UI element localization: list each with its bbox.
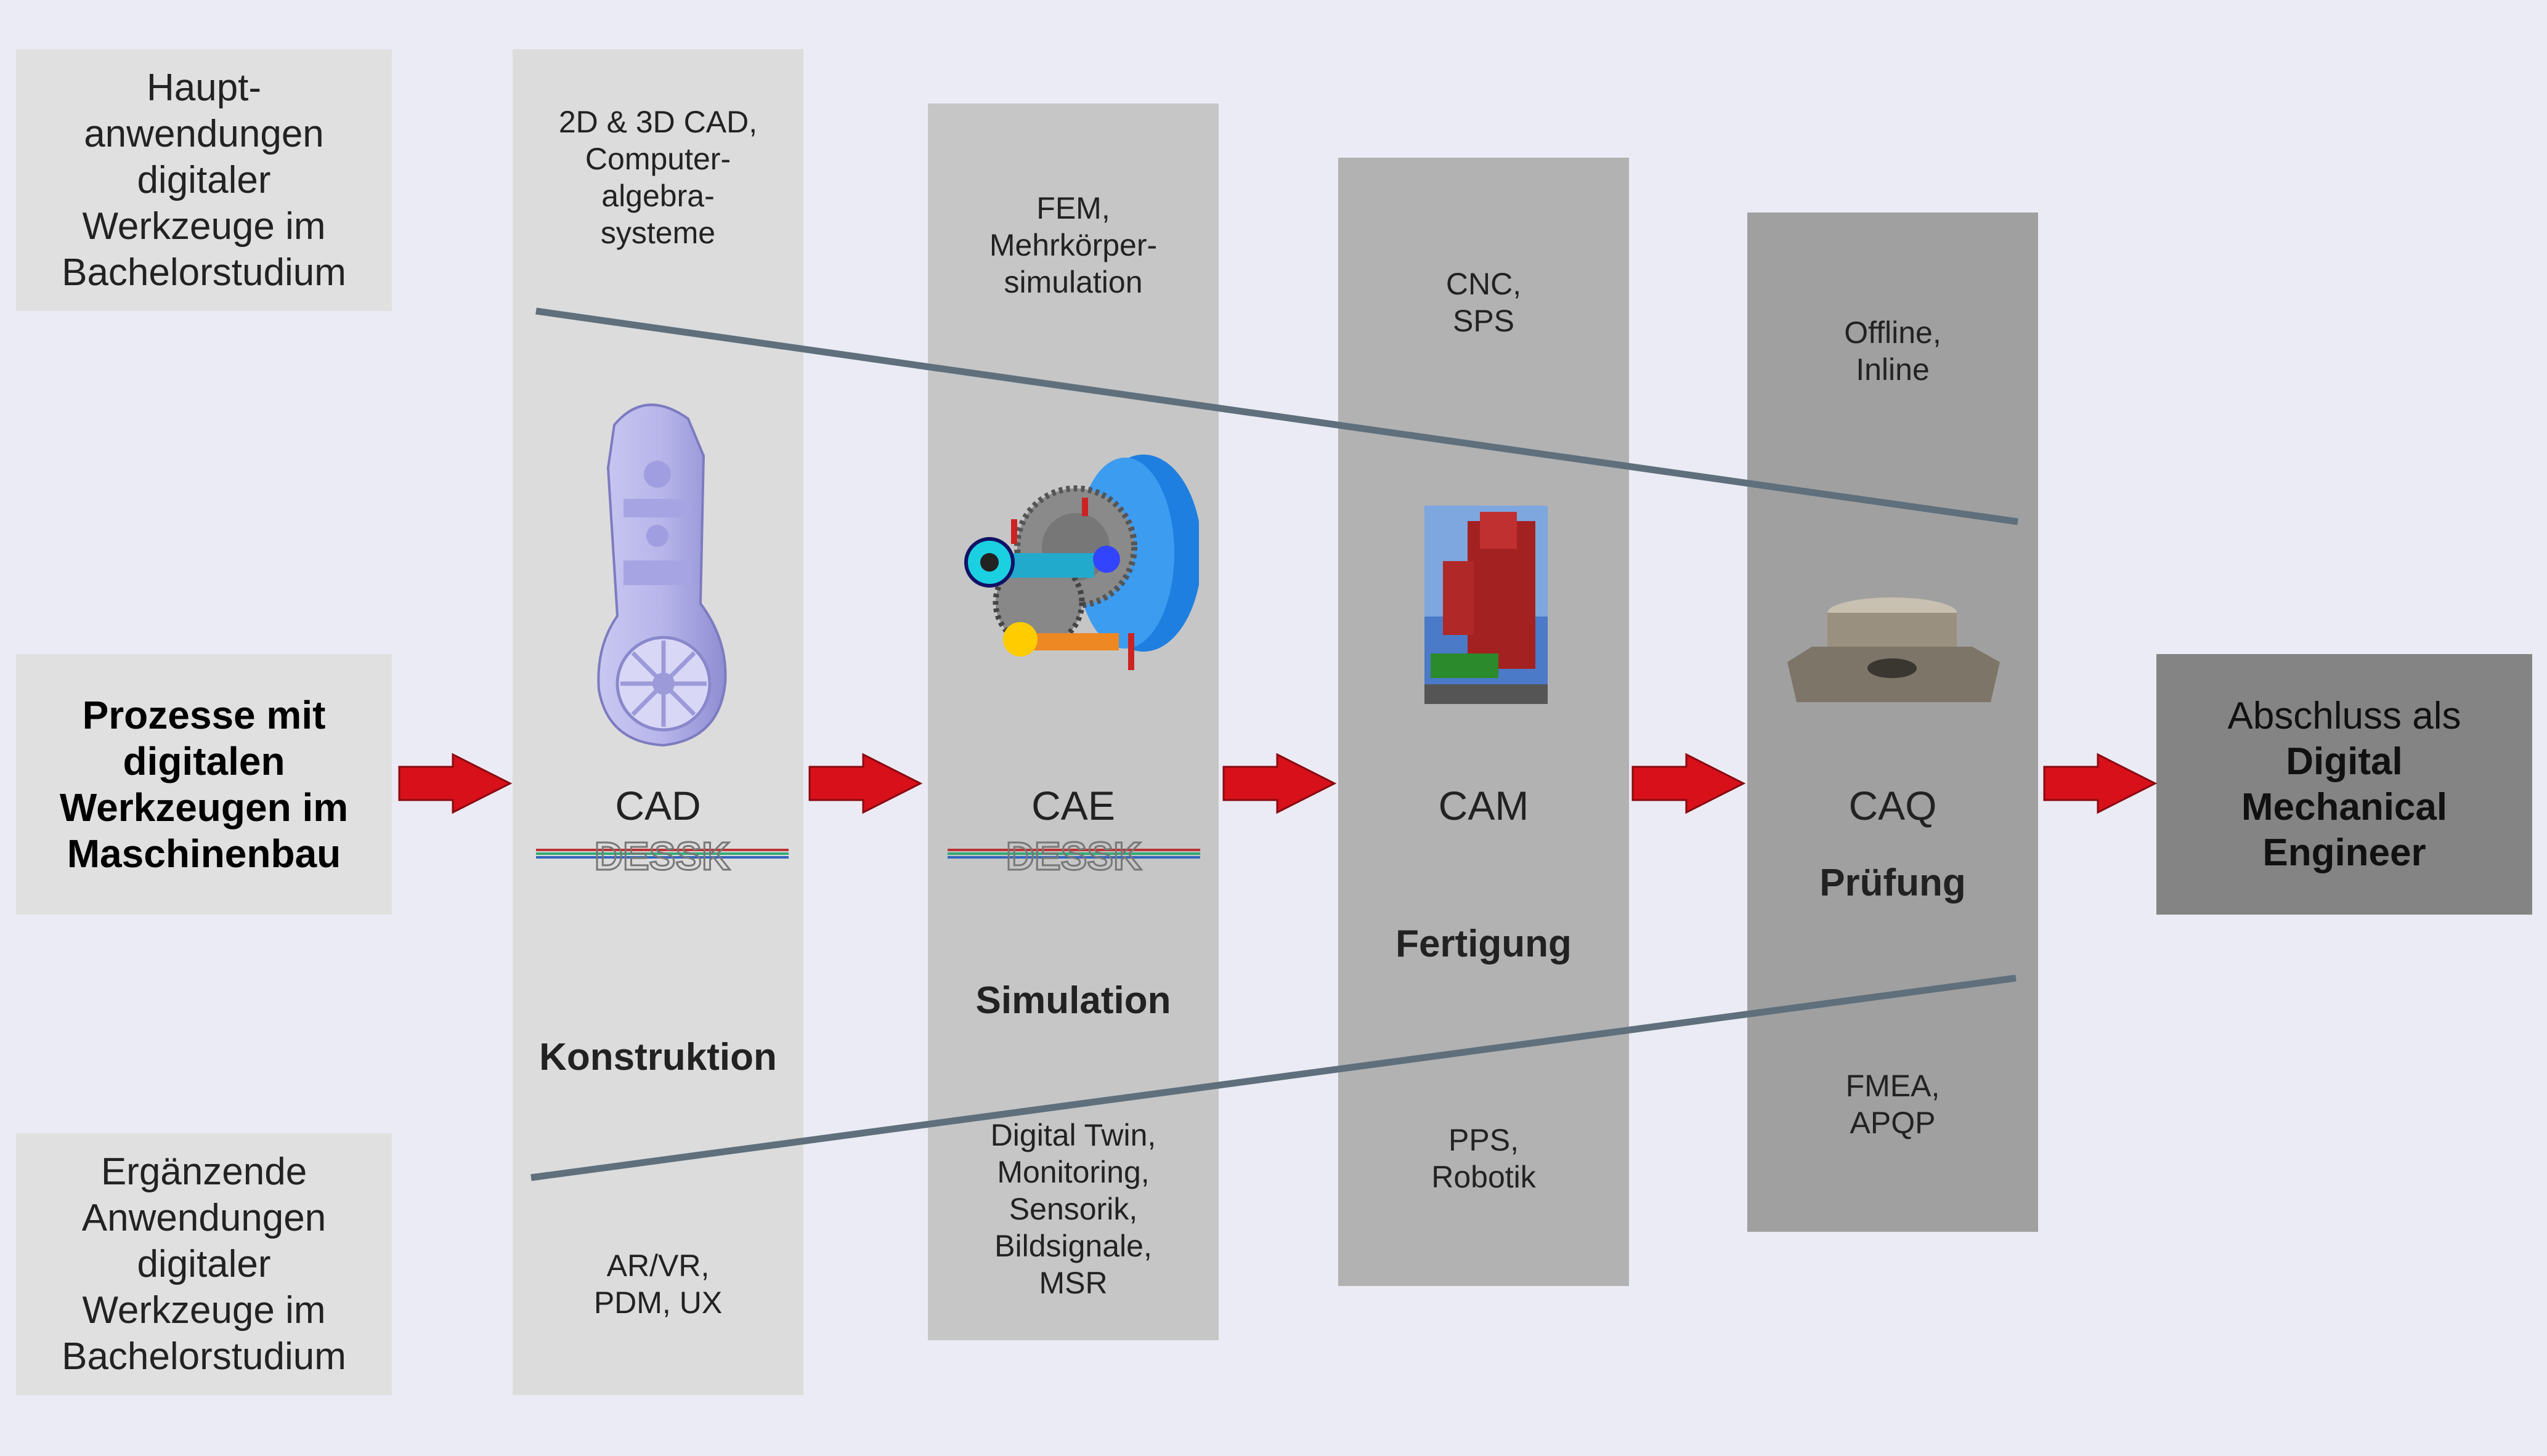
cad-top-line: Computer-: [585, 142, 731, 176]
arrow-right-icon: [398, 753, 513, 814]
cam-bottom-line: Robotik: [1431, 1160, 1536, 1194]
processes-line: Prozesse mit: [82, 692, 326, 737]
cam-top-line: SPS: [1452, 304, 1515, 338]
column-cam: CNC, SPS CAM Fertigung PPS, Robotik: [1338, 158, 1629, 1286]
cnc-machine-icon: [1424, 506, 1548, 704]
cae-bottom-text: Digital Twin, Monitoring, Sensorik, Bild…: [928, 1117, 1219, 1301]
main-applications-line: anwendungen: [84, 113, 324, 155]
supplementary-applications-line: Werkzeuge im: [82, 1289, 326, 1332]
dessk-logo-text: DESSK: [595, 834, 731, 876]
processes-line: digitalen: [123, 738, 285, 783]
cae-top-line: FEM,: [1036, 191, 1110, 225]
cad-bottom-text: AR/VR, PDM, UX: [513, 1247, 803, 1321]
main-applications-line: digitaler: [137, 159, 271, 201]
graduation-bold-line: Engineer: [2262, 831, 2426, 874]
caq-label: CAQ: [1848, 783, 1937, 828]
graduation-bold-line: Mechanical: [2241, 785, 2448, 828]
gearbox-housing-icon: [571, 382, 744, 751]
supplementary-applications-box: Ergänzende Anwendungen digitaler Werkzeu…: [16, 1133, 392, 1395]
main-applications-line: Bachelorstudium: [62, 251, 346, 294]
arrow-right-icon: [808, 753, 923, 814]
main-applications-line: Haupt-: [146, 67, 262, 109]
cam-top-text: CNC, SPS: [1338, 265, 1629, 339]
caq-heading: Prüfung: [1819, 862, 1966, 904]
main-applications-line: Werkzeuge im: [82, 205, 326, 248]
cam-label: CAM: [1438, 783, 1529, 828]
processes-line: Maschinenbau: [67, 831, 341, 876]
cae-bottom-line: Sensorik,: [1009, 1192, 1138, 1226]
cam-heading: Fertigung: [1395, 923, 1572, 965]
column-caq: Offline, Inline CAQ Prüfung FMEA, APQP: [1747, 212, 2038, 1232]
cae-bottom-line: Digital Twin,: [990, 1118, 1156, 1152]
cam-top-line: CNC,: [1445, 267, 1522, 301]
dessk-logo-text: DESSK: [1006, 834, 1142, 876]
cad-top-line: 2D & 3D CAD,: [558, 105, 758, 139]
cam-bottom-text: PPS, Robotik: [1338, 1122, 1629, 1195]
cam-bottom-line: PPS,: [1448, 1123, 1519, 1157]
cad-heading: Konstruktion: [539, 1036, 777, 1078]
caq-top-line: Inline: [1856, 352, 1930, 387]
cae-heading: Simulation: [975, 979, 1171, 1022]
cad-bottom-line: AR/VR,: [606, 1248, 710, 1283]
cad-label: CAD: [615, 783, 701, 828]
cad-top-line: algebra-: [601, 179, 715, 213]
arrow-right-icon: [2043, 753, 2158, 814]
gear-assembly-icon: [953, 448, 1202, 695]
processes-box: Prozesse mit digitalen Werkzeugen im Mas…: [16, 654, 392, 915]
cae-bottom-line: Monitoring,: [997, 1155, 1150, 1189]
caq-top-line: Offline,: [1844, 315, 1941, 350]
cad-top-line: systeme: [600, 216, 716, 250]
caq-bottom-line: APQP: [1850, 1106, 1936, 1140]
caq-bottom-line: FMEA,: [1845, 1069, 1940, 1103]
supplementary-applications-line: digitaler: [137, 1243, 271, 1285]
dessk-logo: DESSK: [536, 833, 789, 880]
supplementary-applications-line: Ergänzende: [100, 1151, 307, 1193]
arrow-right-icon: [1222, 753, 1337, 814]
caq-bottom-text: FMEA, APQP: [1747, 1067, 2038, 1141]
bottom-funnel-line: [530, 974, 2017, 1181]
caq-top-text: Offline, Inline: [1747, 314, 2038, 388]
dessk-logo: DESSK: [948, 833, 1200, 880]
cae-top-text: FEM, Mehrkörper- simulation: [928, 190, 1219, 301]
cast-part-icon: [1787, 594, 2000, 705]
top-funnel-line: [535, 307, 2018, 525]
column-cae: FEM, Mehrkörper- simulation CAE DESSK: [928, 103, 1219, 1340]
cad-top-text: 2D & 3D CAD, Computer- algebra- systeme: [513, 103, 803, 251]
cae-top-line: Mehrkörper-: [989, 228, 1158, 262]
supplementary-applications-line: Anwendungen: [81, 1197, 327, 1239]
cae-bottom-line: MSR: [1039, 1266, 1108, 1300]
arrow-right-icon: [1631, 753, 1746, 814]
graduation-line: Abschluss als: [2227, 694, 2461, 737]
graduation-box: Abschluss als Digital Mechanical Enginee…: [2156, 654, 2532, 915]
cae-label: CAE: [1031, 783, 1115, 828]
cae-bottom-line: Bildsignale,: [994, 1229, 1152, 1263]
main-applications-box: Haupt- anwendungen digitaler Werkzeuge i…: [16, 49, 392, 311]
graduation-bold-line: Digital: [2286, 740, 2403, 783]
cad-bottom-line: PDM, UX: [593, 1285, 723, 1320]
processes-line: Werkzeugen im: [59, 785, 349, 830]
cae-top-line: simulation: [1004, 265, 1143, 299]
supplementary-applications-line: Bachelorstudium: [62, 1335, 346, 1378]
